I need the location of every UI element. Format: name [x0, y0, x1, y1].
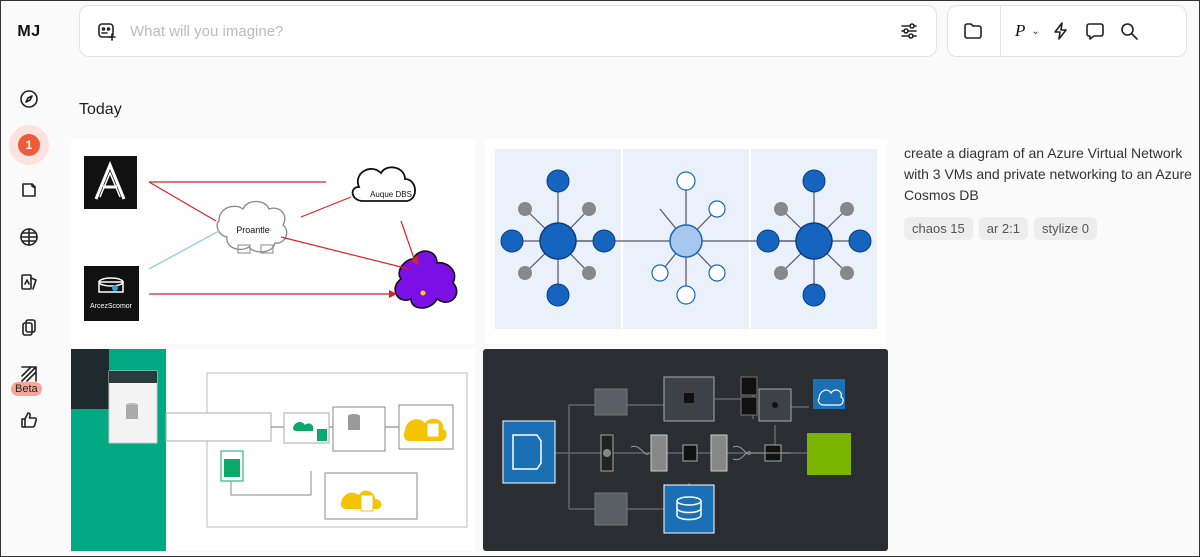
tag-stylize[interactable]: stylize 0: [1034, 217, 1097, 240]
sidebar: MJ: [1, 1, 57, 557]
explore-compass-icon[interactable]: [12, 82, 46, 116]
job-parameter-tags: chaos 15 ar 2:1 stylize 0: [904, 217, 1097, 240]
prompt-bar: [79, 5, 937, 57]
prompt-input[interactable]: [130, 22, 892, 40]
generated-image-1[interactable]: ArcezScomor Proantle Auque DBS: [71, 139, 475, 344]
create-edit-image-icon[interactable]: [12, 173, 46, 207]
profile-initial: P: [1015, 21, 1026, 40]
moodboards-pattern-icon[interactable]: [12, 357, 46, 391]
generated-image-3[interactable]: [71, 349, 475, 551]
search-icon[interactable]: [1112, 14, 1146, 48]
db-block-label: ArcezScomor: [90, 303, 133, 310]
chevron-down-icon: ⌄: [1031, 25, 1040, 37]
app-logo[interactable]: MJ: [17, 23, 41, 40]
add-image-icon[interactable]: [96, 20, 118, 42]
profile-selector[interactable]: P ⌄: [1015, 21, 1040, 41]
right-toolbar: P ⌄: [947, 5, 1187, 57]
folder-icon[interactable]: [956, 14, 990, 48]
toolbar-divider: [1000, 5, 1001, 57]
organize-grid-icon[interactable]: [12, 220, 46, 254]
notifications-button[interactable]: 1: [9, 125, 49, 165]
section-title: Today: [79, 101, 122, 118]
settings-sliders-icon[interactable]: [892, 14, 926, 48]
beta-badge: Beta: [11, 382, 42, 396]
tag-aspect-ratio[interactable]: ar 2:1: [978, 217, 1029, 240]
editor-icon[interactable]: [12, 265, 46, 299]
generated-image-4[interactable]: [483, 349, 888, 551]
notification-count-badge: 1: [18, 134, 40, 156]
tag-chaos[interactable]: chaos 15: [904, 217, 973, 240]
personalize-copy-icon[interactable]: [12, 310, 46, 344]
rate-thumbs-up-icon[interactable]: [12, 403, 46, 437]
chat-icon[interactable]: [1078, 14, 1112, 48]
generated-image-2[interactable]: [485, 139, 887, 344]
job-prompt-text[interactable]: create a diagram of an Azure Virtual Net…: [904, 145, 1192, 203]
lightning-icon[interactable]: [1044, 14, 1078, 48]
auque-dbs-label: Auque DBS: [370, 190, 412, 199]
proantle-label: Proantle: [236, 225, 270, 235]
